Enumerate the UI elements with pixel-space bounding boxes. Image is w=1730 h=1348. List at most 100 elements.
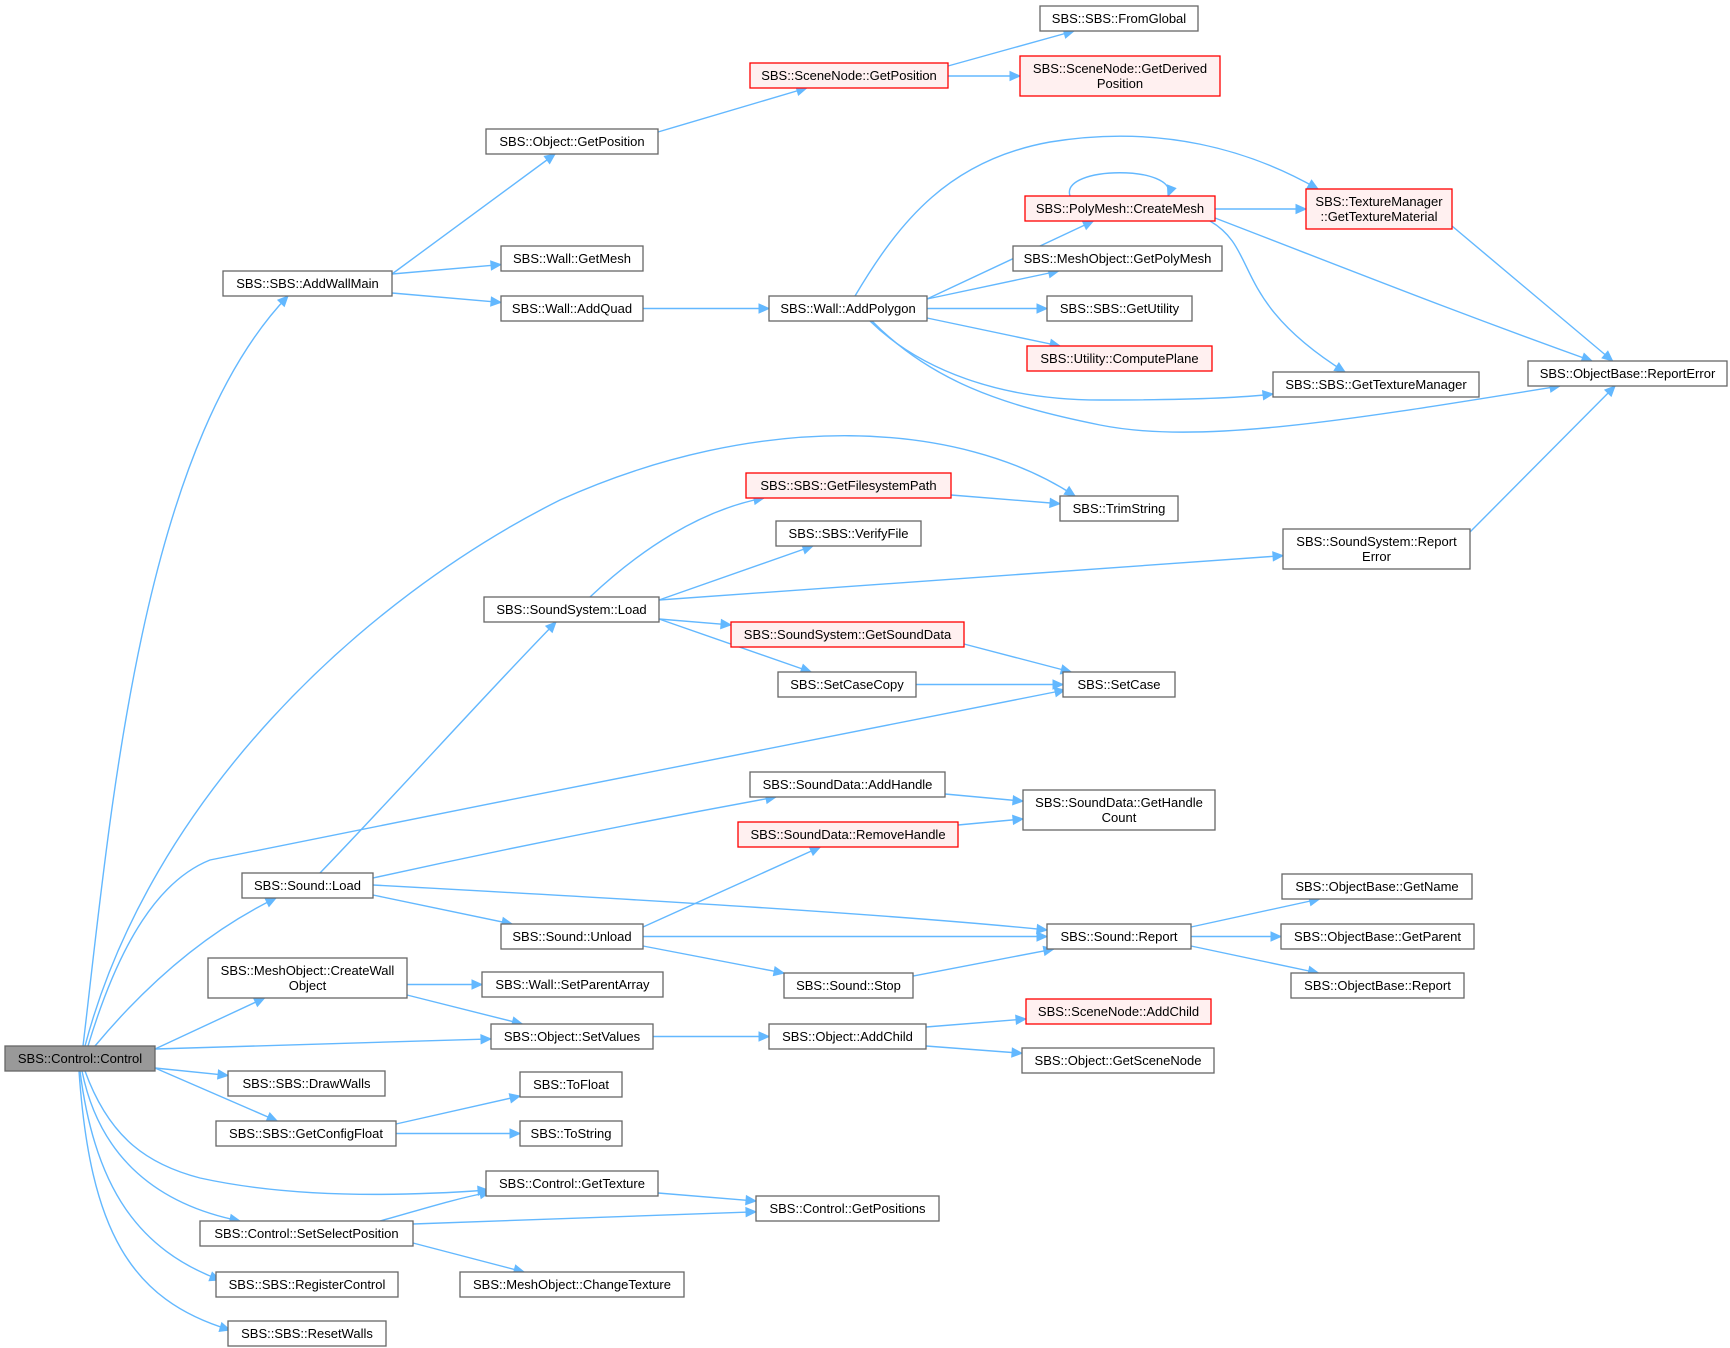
- edge-arrowhead: [1009, 70, 1022, 82]
- node-soundsystem-load[interactable]: SBS::SoundSystem::Load: [483, 596, 660, 623]
- node-verifyfile[interactable]: SBS::SBS::VerifyFile: [775, 520, 922, 547]
- edge-line: [1451, 225, 1614, 362]
- node-label: SBS::Sound::Stop: [796, 978, 901, 993]
- edge-line: [925, 1045, 1023, 1054]
- node-control-gettexture[interactable]: SBS::Control::GetTexture: [485, 1170, 659, 1197]
- node-resetwalls[interactable]: SBS::SBS::ResetWalls: [227, 1320, 387, 1347]
- node-computeplane[interactable]: SBS::Utility::ComputePlane: [1026, 345, 1213, 372]
- node-scenenode-getposition[interactable]: SBS::SceneNode::GetPosition: [749, 62, 949, 89]
- node-objectbase-report[interactable]: SBS::ObjectBase::Report: [1290, 972, 1465, 999]
- node-object-setvalues[interactable]: SBS::Object::SetValues: [490, 1023, 654, 1050]
- edge-arrowhead: [1011, 1047, 1024, 1058]
- node-wall-addpolygon[interactable]: SBS::Wall::AddPolygon: [768, 295, 928, 322]
- node-object-getposition[interactable]: SBS::Object::GetPosition: [485, 128, 659, 155]
- edge-control_control-to-trimstring: [84, 435, 1077, 1047]
- node-registercontrol[interactable]: SBS::SBS::RegisterControl: [215, 1271, 399, 1298]
- node-tofloat[interactable]: SBS::ToFloat: [519, 1071, 623, 1098]
- node-control-setselectposition[interactable]: SBS::Control::SetSelectPosition: [199, 1220, 414, 1247]
- node-label: SBS::Control::GetPositions: [769, 1201, 926, 1216]
- node-getutility[interactable]: SBS::SBS::GetUtility: [1046, 295, 1193, 322]
- node-drawwalls[interactable]: SBS::SBS::DrawWalls: [227, 1070, 386, 1097]
- node-fromglobal[interactable]: SBS::SBS::FromGlobal: [1039, 5, 1199, 32]
- edge-control_setselectposition-to-meshobject_changetexture: [412, 1242, 526, 1275]
- node-polymesh-createmesh[interactable]: SBS::PolyMesh::CreateMesh: [1024, 195, 1216, 222]
- node-sound-report[interactable]: SBS::Sound::Report: [1046, 923, 1192, 950]
- node-box: [1281, 873, 1473, 900]
- node-label: SBS::Control::SetSelectPosition: [214, 1226, 398, 1241]
- node-wall-addquad[interactable]: SBS::Wall::AddQuad: [500, 295, 644, 322]
- node-box: [215, 1271, 399, 1298]
- edge-polymesh_createmesh-to-texturemanager_gettexturematerial: [1215, 203, 1308, 215]
- node-scenenode-addchild[interactable]: SBS::SceneNode::AddChild: [1025, 998, 1212, 1025]
- node-label: SBS::Sound::Load: [254, 878, 361, 893]
- node-label: SBS::ToFloat: [533, 1077, 609, 1092]
- node-getconfigfloat[interactable]: SBS::SBS::GetConfigFloat: [215, 1120, 397, 1147]
- edge-addwallmain-to-object_getposition: [391, 153, 557, 275]
- node-label: Count: [1102, 810, 1137, 825]
- node-box: [483, 596, 660, 623]
- node-box: [1527, 360, 1728, 387]
- node-soundsystem-reporterror[interactable]: SBS::SoundSystem::ReportError: [1282, 528, 1471, 570]
- edge-line: [1214, 217, 1593, 362]
- node-label: Object: [289, 978, 327, 993]
- node-sound-load[interactable]: SBS::Sound::Load: [241, 872, 374, 899]
- node-box: [745, 472, 952, 499]
- node-label: SBS::ObjectBase::GetName: [1295, 879, 1458, 894]
- node-meshobject-changetexture[interactable]: SBS::MeshObject::ChangeTexture: [459, 1271, 685, 1298]
- node-label: Position: [1097, 76, 1143, 91]
- edge-arrowhead: [508, 1093, 522, 1104]
- node-object-addchild[interactable]: SBS::Object::AddChild: [768, 1023, 927, 1050]
- node-wall-getmesh[interactable]: SBS::Wall::GetMesh: [500, 245, 644, 272]
- node-control-control[interactable]: SBS::Control::Control: [4, 1045, 156, 1072]
- node-objectbase-getname[interactable]: SBS::ObjectBase::GetName: [1281, 873, 1473, 900]
- node-meshobject-getpolymesh[interactable]: SBS::MeshObject::GetPolyMesh: [1012, 245, 1223, 272]
- node-objectbase-getparent[interactable]: SBS::ObjectBase::GetParent: [1280, 923, 1475, 950]
- node-getsounddata[interactable]: SBS::SoundSystem::GetSoundData: [730, 621, 965, 648]
- edge-arrowhead: [1012, 794, 1025, 806]
- node-label: SBS::SoundData::GetHandle: [1035, 795, 1203, 810]
- edge-arrowhead: [1295, 203, 1308, 215]
- edge-arrowhead: [1049, 497, 1062, 509]
- node-box: [215, 1120, 397, 1147]
- edge-line: [589, 497, 765, 598]
- node-trimstring[interactable]: SBS::TrimString: [1059, 495, 1179, 522]
- edge-arrowhead: [808, 846, 822, 857]
- edge-arrowhead: [758, 303, 771, 314]
- node-getfilesystempath[interactable]: SBS::SBS::GetFilesystemPath: [745, 472, 952, 499]
- edge-arrowhead: [1015, 1014, 1028, 1026]
- edge-arrowhead: [1272, 551, 1285, 562]
- node-sound-stop[interactable]: SBS::Sound::Stop: [783, 972, 914, 999]
- node-box: [777, 671, 917, 698]
- edge-getfilesystempath-to-trimstring: [950, 494, 1062, 509]
- node-label: SBS::SBS::GetTextureManager: [1285, 377, 1467, 392]
- node-sounddata-removehandle[interactable]: SBS::SoundData::RemoveHandle: [737, 821, 959, 848]
- node-box: [1272, 371, 1480, 398]
- node-setcase[interactable]: SBS::SetCase: [1062, 671, 1176, 698]
- node-label: SBS::Object::AddChild: [782, 1029, 913, 1044]
- node-gettexturemanager[interactable]: SBS::SBS::GetTextureManager: [1272, 371, 1480, 398]
- node-label: SBS::SceneNode::AddChild: [1038, 1004, 1199, 1019]
- node-texturemanager-gettexturematerial[interactable]: SBS::TextureManager::GetTextureMaterial: [1305, 188, 1453, 230]
- edge-line: [1190, 898, 1320, 928]
- edge-line: [154, 1067, 229, 1077]
- node-control-getpositions[interactable]: SBS::Control::GetPositions: [755, 1195, 940, 1222]
- node-box: [485, 128, 659, 155]
- node-wall-setparentarray[interactable]: SBS::Wall::SetParentArray: [481, 971, 664, 998]
- node-sound-unload[interactable]: SBS::Sound::Unload: [500, 923, 644, 950]
- edge-line: [950, 494, 1061, 505]
- edge-control_control-to-meshobject_createwallobject: [154, 997, 266, 1050]
- node-box: [485, 1170, 659, 1197]
- node-object-getscenenode[interactable]: SBS::Object::GetSceneNode: [1021, 1047, 1215, 1074]
- node-setcasecopy[interactable]: SBS::SetCaseCopy: [777, 671, 917, 698]
- edge-control_control-to-addwallmain: [82, 295, 289, 1047]
- node-tostring[interactable]: SBS::ToString: [519, 1120, 623, 1147]
- node-objectbase-reporterror[interactable]: SBS::ObjectBase::ReportError: [1527, 360, 1728, 387]
- node-box: [783, 972, 914, 999]
- edge-object_addchild-to-object_getscenenode: [925, 1045, 1024, 1058]
- node-box: [737, 821, 959, 848]
- node-addwallmain[interactable]: SBS::SBS::AddWallMain: [222, 270, 393, 297]
- node-sounddata-addhandle[interactable]: SBS::SoundData::AddHandle: [749, 771, 946, 798]
